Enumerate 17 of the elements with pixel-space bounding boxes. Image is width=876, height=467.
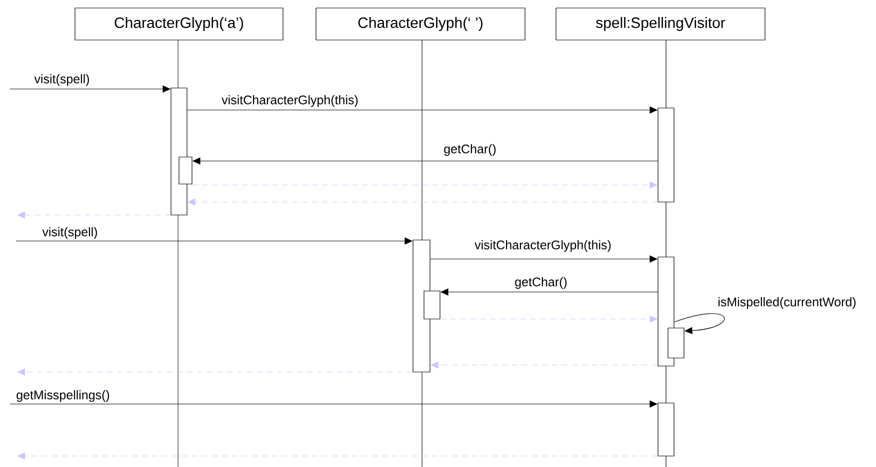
message-arrow — [674, 313, 725, 334]
object-box: spell:SpellingVisitor — [556, 8, 766, 40]
message-label: getChar() — [515, 277, 567, 289]
object-box: CharacterGlyph(‘ ’) — [316, 8, 526, 40]
message-label: visitCharacterGlyph(this) — [474, 240, 611, 252]
activation-bar — [178, 156, 192, 184]
activation-bar — [658, 402, 674, 456]
message-label: visit(spell) — [42, 227, 97, 239]
message-label: visitCharacterGlyph(this) — [222, 95, 358, 107]
message-label: getMisspellings() — [16, 390, 110, 402]
activation-bar — [668, 328, 684, 358]
message-label: visit(spell) — [34, 74, 89, 86]
message-label: getChar() — [444, 144, 496, 156]
activation-bar — [658, 108, 674, 202]
object-box: CharacterGlyph(‘a’) — [74, 8, 284, 40]
message-label: isMispelled(currentWord) — [718, 297, 856, 309]
activation-bar — [424, 290, 440, 320]
